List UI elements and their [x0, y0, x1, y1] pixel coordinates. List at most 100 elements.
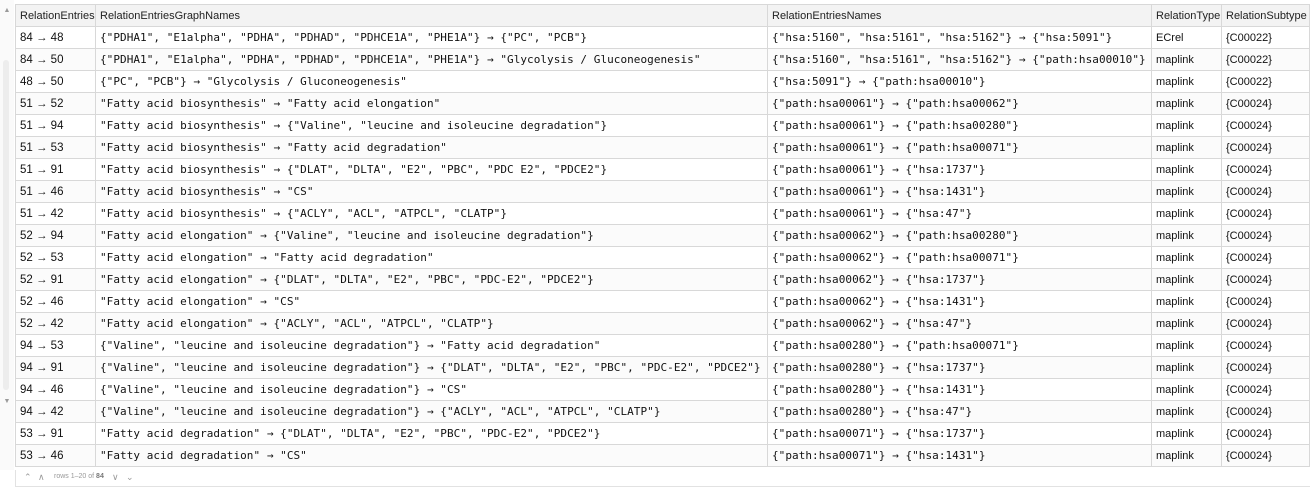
- relation-subtype-cell: {C00024}: [1221, 224, 1310, 247]
- next-page-chevron-down-icon[interactable]: ∨: [112, 472, 119, 482]
- graph-names-cell: "Fatty acid biosynthesis" → "CS": [95, 180, 768, 203]
- relation-entries-cell: 52 → 42: [15, 312, 96, 335]
- column-header-relation-entries[interactable]: RelationEntries: [15, 4, 96, 27]
- relation-type-cell: maplink: [1151, 92, 1222, 115]
- relation-type-cell: maplink: [1151, 378, 1222, 401]
- scroll-down-triangle-icon[interactable]: ▼: [3, 398, 11, 405]
- table-row[interactable]: 84 → 50{"PDHA1", "E1alpha", "PDHA", "PDH…: [15, 48, 1310, 71]
- relation-type-cell: maplink: [1151, 70, 1222, 93]
- relation-type-cell: maplink: [1151, 290, 1222, 313]
- entries-names-cell: {"hsa:5091"} → {"path:hsa00010"}: [767, 70, 1152, 93]
- graph-names-cell: {"PC", "PCB"} → "Glycolysis / Gluconeoge…: [95, 70, 768, 93]
- relation-type-cell: maplink: [1151, 334, 1222, 357]
- table-row[interactable]: 84 → 48{"PDHA1", "E1alpha", "PDHA", "PDH…: [15, 26, 1310, 49]
- table-row[interactable]: 51 → 46"Fatty acid biosynthesis" → "CS"{…: [15, 180, 1310, 203]
- relation-type-cell: maplink: [1151, 180, 1222, 203]
- graph-names-cell: "Fatty acid elongation" → {"ACLY", "ACL"…: [95, 312, 768, 335]
- graph-names-cell: "Fatty acid elongation" → {"DLAT", "DLTA…: [95, 268, 768, 291]
- relation-entries-cell: 94 → 91: [15, 356, 96, 379]
- relation-type-cell: maplink: [1151, 356, 1222, 379]
- graph-names-cell: {"Valine", "leucine and isoleucine degra…: [95, 356, 768, 379]
- table-row[interactable]: 53 → 91"Fatty acid degradation" → {"DLAT…: [15, 422, 1310, 445]
- relation-type-cell: ECrel: [1151, 26, 1222, 49]
- relation-subtype-cell: {C00024}: [1221, 422, 1310, 445]
- relation-entries-cell: 51 → 42: [15, 202, 96, 225]
- table-row[interactable]: 52 → 94"Fatty acid elongation" → {"Valin…: [15, 224, 1310, 247]
- relation-subtype-cell: {C00024}: [1221, 92, 1310, 115]
- relation-type-cell: maplink: [1151, 422, 1222, 445]
- relation-entries-cell: 94 → 53: [15, 334, 96, 357]
- table-row[interactable]: 94 → 91{"Valine", "leucine and isoleucin…: [15, 356, 1310, 379]
- relation-subtype-cell: {C00024}: [1221, 312, 1310, 335]
- table-row[interactable]: 51 → 91"Fatty acid biosynthesis" → {"DLA…: [15, 158, 1310, 181]
- relation-entries-cell: 51 → 94: [15, 114, 96, 137]
- table-header-row: RelationEntries RelationEntriesGraphName…: [15, 4, 1310, 27]
- relation-type-cell: maplink: [1151, 444, 1222, 467]
- entries-names-cell: {"path:hsa00062"} → {"path:hsa00280"}: [767, 224, 1152, 247]
- entries-names-cell: {"path:hsa00062"} → {"path:hsa00071"}: [767, 246, 1152, 269]
- relation-entries-cell: 52 → 53: [15, 246, 96, 269]
- first-page-double-chevron-up-icon[interactable]: ⌃: [24, 472, 32, 482]
- table-row[interactable]: 51 → 42"Fatty acid biosynthesis" → {"ACL…: [15, 202, 1310, 225]
- graph-names-cell: "Fatty acid degradation" → {"DLAT", "DLT…: [95, 422, 768, 445]
- column-header-relation-type[interactable]: RelationType: [1151, 4, 1222, 27]
- table-row[interactable]: 94 → 42{"Valine", "leucine and isoleucin…: [15, 400, 1310, 423]
- table-row[interactable]: 51 → 53"Fatty acid biosynthesis" → "Fatt…: [15, 136, 1310, 159]
- graph-names-cell: "Fatty acid biosynthesis" → {"DLAT", "DL…: [95, 158, 768, 181]
- table-row[interactable]: 94 → 53{"Valine", "leucine and isoleucin…: [15, 334, 1310, 357]
- column-header-relation-subtype[interactable]: RelationSubtype: [1221, 4, 1310, 27]
- table-row[interactable]: 53 → 46"Fatty acid degradation" → "CS"{"…: [15, 444, 1310, 467]
- relation-entries-cell: 51 → 91: [15, 158, 96, 181]
- entries-names-cell: {"hsa:5160", "hsa:5161", "hsa:5162"} → {…: [767, 26, 1152, 49]
- entries-names-cell: {"path:hsa00061"} → {"path:hsa00280"}: [767, 114, 1152, 137]
- relation-type-cell: maplink: [1151, 202, 1222, 225]
- relation-entries-cell: 52 → 94: [15, 224, 96, 247]
- last-page-double-chevron-down-icon[interactable]: ⌄: [126, 472, 134, 482]
- entries-names-cell: {"path:hsa00062"} → {"hsa:47"}: [767, 312, 1152, 335]
- entries-names-cell: {"path:hsa00071"} → {"hsa:1737"}: [767, 422, 1152, 445]
- dataset-table-container: RelationEntries RelationEntriesGraphName…: [15, 4, 1310, 467]
- entries-names-cell: {"path:hsa00061"} → {"hsa:1431"}: [767, 180, 1152, 203]
- table-row[interactable]: 51 → 94"Fatty acid biosynthesis" → {"Val…: [15, 114, 1310, 137]
- table-row[interactable]: 51 → 52"Fatty acid biosynthesis" → "Fatt…: [15, 92, 1310, 115]
- relation-subtype-cell: {C00024}: [1221, 444, 1310, 467]
- table-row[interactable]: 94 → 46{"Valine", "leucine and isoleucin…: [15, 378, 1310, 401]
- vertical-scrollbar[interactable]: ▲ ▼: [0, 0, 14, 470]
- relation-entries-cell: 94 → 46: [15, 378, 96, 401]
- relation-type-cell: maplink: [1151, 312, 1222, 335]
- column-header-relation-entries-names[interactable]: RelationEntriesNames: [767, 4, 1152, 27]
- rows-range-prefix: rows 1–20 of: [54, 473, 95, 480]
- graph-names-cell: {"Valine", "leucine and isoleucine degra…: [95, 400, 768, 423]
- relation-type-cell: maplink: [1151, 48, 1222, 71]
- scrollbar-thumb[interactable]: [3, 60, 9, 390]
- table-row[interactable]: 48 → 50{"PC", "PCB"} → "Glycolysis / Glu…: [15, 70, 1310, 93]
- column-header-relation-entries-graph-names[interactable]: RelationEntriesGraphNames: [95, 4, 768, 27]
- relation-entries-cell: 51 → 46: [15, 180, 96, 203]
- entries-names-cell: {"hsa:5160", "hsa:5161", "hsa:5162"} → {…: [767, 48, 1152, 71]
- scroll-up-triangle-icon[interactable]: ▲: [3, 7, 11, 14]
- entries-names-cell: {"path:hsa00280"} → {"hsa:47"}: [767, 400, 1152, 423]
- entries-names-cell: {"path:hsa00062"} → {"hsa:1431"}: [767, 290, 1152, 313]
- table-row[interactable]: 52 → 42"Fatty acid elongation" → {"ACLY"…: [15, 312, 1310, 335]
- relation-subtype-cell: {C00024}: [1221, 114, 1310, 137]
- relation-type-cell: maplink: [1151, 114, 1222, 137]
- entries-names-cell: {"path:hsa00061"} → {"hsa:47"}: [767, 202, 1152, 225]
- graph-names-cell: "Fatty acid elongation" → "Fatty acid de…: [95, 246, 768, 269]
- relation-subtype-cell: {C00022}: [1221, 70, 1310, 93]
- graph-names-cell: "Fatty acid biosynthesis" → {"Valine", "…: [95, 114, 768, 137]
- graph-names-cell: "Fatty acid elongation" → "CS": [95, 290, 768, 313]
- entries-names-cell: {"path:hsa00280"} → {"hsa:1431"}: [767, 378, 1152, 401]
- relation-entries-cell: 94 → 42: [15, 400, 96, 423]
- table-row[interactable]: 52 → 46"Fatty acid elongation" → "CS"{"p…: [15, 290, 1310, 313]
- relation-subtype-cell: {C00022}: [1221, 26, 1310, 49]
- table-row[interactable]: 52 → 91"Fatty acid elongation" → {"DLAT"…: [15, 268, 1310, 291]
- relation-type-cell: maplink: [1151, 158, 1222, 181]
- entries-names-cell: {"path:hsa00280"} → {"hsa:1737"}: [767, 356, 1152, 379]
- relation-type-cell: maplink: [1151, 224, 1222, 247]
- relation-type-cell: maplink: [1151, 400, 1222, 423]
- graph-names-cell: {"Valine", "leucine and isoleucine degra…: [95, 378, 768, 401]
- previous-page-chevron-up-icon[interactable]: ∧: [38, 472, 45, 482]
- relation-subtype-cell: {C00024}: [1221, 400, 1310, 423]
- table-row[interactable]: 52 → 53"Fatty acid elongation" → "Fatty …: [15, 246, 1310, 269]
